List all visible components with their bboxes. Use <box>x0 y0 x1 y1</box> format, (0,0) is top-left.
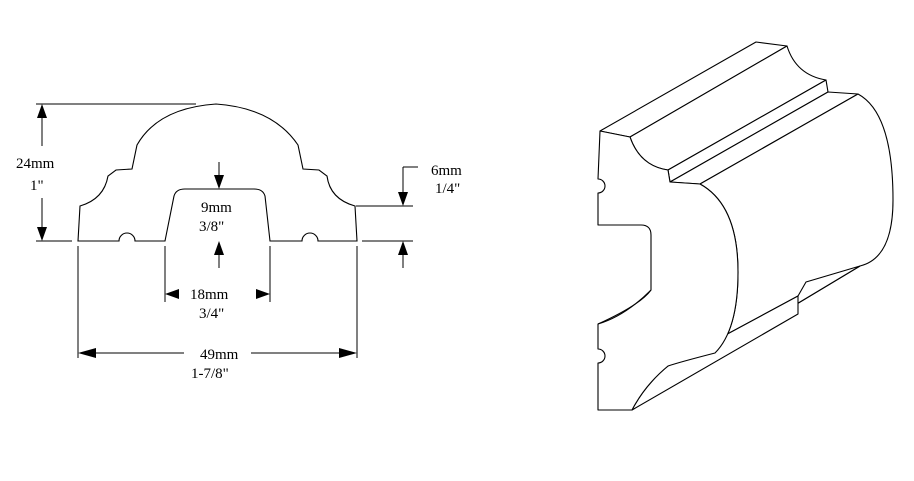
pocket-edge <box>597 289 652 325</box>
step-dimension: 6mm 1/4" <box>356 163 462 268</box>
channel-width-mm-label: 18mm <box>190 287 229 303</box>
height-inch-label: 1" <box>30 178 44 194</box>
step-mm-label: 6mm <box>431 163 462 179</box>
height-dimension: 24mm 1" <box>16 103 196 242</box>
end-profile-face <box>597 130 739 411</box>
overall-width-mm-label: 49mm <box>200 347 239 363</box>
arrowhead-up <box>214 241 224 255</box>
channel-width-inch-label: 3/4" <box>199 306 224 322</box>
arrowhead-up <box>398 241 408 255</box>
step-inch-label: 1/4" <box>435 181 460 197</box>
arrowhead-down <box>398 192 408 206</box>
isometric-view <box>597 41 894 411</box>
profile-section <box>77 103 358 242</box>
channel-depth-inch-label: 3/8" <box>199 219 224 235</box>
channel-depth-dimension: 9mm 3/8" <box>199 162 232 268</box>
channel-depth-mm-label: 9mm <box>201 200 232 216</box>
arrowhead-right <box>339 348 357 358</box>
channel-width-dimension: 18mm 3/4" <box>164 246 271 322</box>
arrowhead-up <box>37 104 47 118</box>
overall-width-dimension: 49mm 1-7/8" <box>77 246 358 382</box>
arrowhead-left <box>165 289 179 299</box>
height-mm-label: 24mm <box>16 156 55 172</box>
arrowhead-down <box>214 175 224 189</box>
moulding-profile-outline <box>77 103 358 242</box>
arrowhead-right <box>256 289 270 299</box>
overall-width-inch-label: 1-7/8" <box>191 366 229 382</box>
arrowhead-left <box>78 348 96 358</box>
arrowhead-down <box>37 227 47 241</box>
